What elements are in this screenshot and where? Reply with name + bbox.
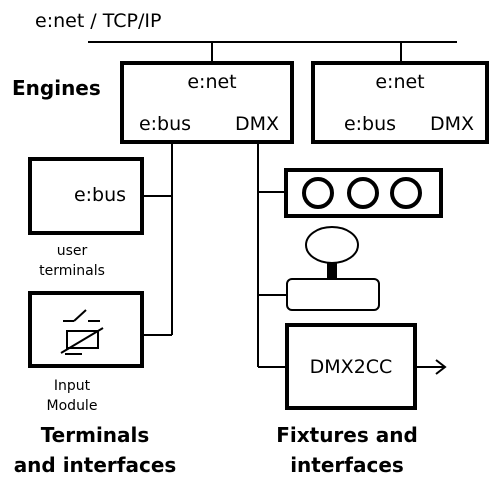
moving-head-base [286, 278, 380, 311]
relay-switch-icon [60, 309, 104, 355]
user-terminal-box [28, 157, 144, 235]
engine-2-top-label: e:net [375, 71, 424, 93]
engine-1-top-label: e:net [187, 71, 236, 93]
dmx2cc-label: DMX2CC [310, 356, 393, 378]
input-module-label-line2: Module [47, 398, 98, 414]
engine-1-box [120, 61, 294, 144]
engine-2-ebus-label: e:bus [344, 113, 396, 135]
user-terminals-label-line1: user [57, 243, 88, 259]
input-module-box [28, 291, 144, 368]
moving-head-fixture [286, 226, 380, 311]
moving-head-lamp-icon [305, 226, 359, 264]
terminals-title-line1: Terminals [41, 423, 150, 447]
lamp-1-icon [302, 177, 334, 209]
arrow-right-icon [435, 359, 447, 375]
network-label: e:net / TCP/IP [35, 10, 161, 32]
terminals-title-line2: and interfaces [14, 453, 177, 477]
input-module-label-line1: Input [54, 378, 91, 394]
engine-1: e:net e:bus DMX [120, 61, 294, 144]
user-terminals-label-line2: terminals [39, 263, 105, 279]
engines-title: Engines [12, 76, 101, 100]
user-terminal-ebus-label: e:bus [74, 184, 126, 206]
engine-2-box [311, 61, 489, 144]
fixtures-title-line1: Fixtures and [276, 423, 418, 447]
dmx2cc-box [285, 323, 417, 410]
lamp-2-icon [347, 177, 379, 209]
engine-1-ebus-label: e:bus [139, 113, 191, 135]
light-bar-fixture [284, 168, 443, 218]
engine-2-dmx-label: DMX [430, 113, 474, 135]
engine-1-dmx-label: DMX [235, 113, 279, 135]
input-module [28, 291, 144, 368]
moving-head-stem [327, 262, 337, 279]
fixtures-title-line2: interfaces [290, 453, 404, 477]
engine-2: e:net e:bus DMX [311, 61, 489, 144]
user-terminal: e:bus [28, 157, 144, 235]
lamp-3-icon [390, 177, 422, 209]
dmx2cc-interface: DMX2CC [285, 323, 447, 410]
